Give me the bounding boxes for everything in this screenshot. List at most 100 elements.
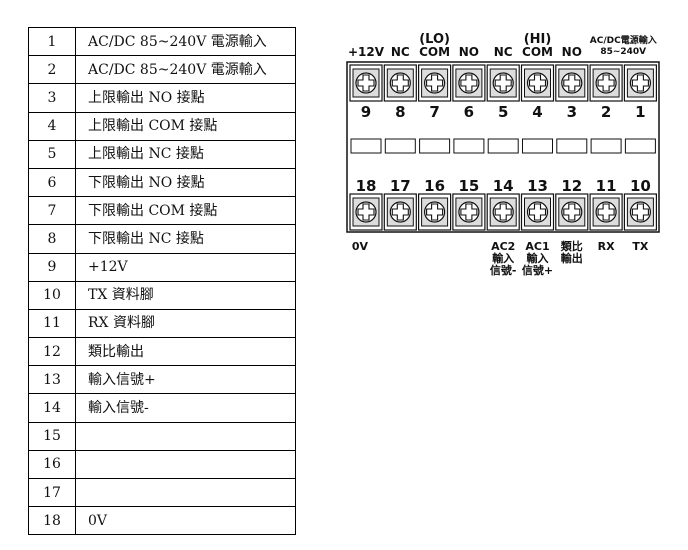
pin-number: 12 <box>28 337 76 367</box>
screw-terminal <box>349 64 383 102</box>
terminal-number: 5 <box>498 103 508 121</box>
pin-description: AC/DC 85~240V 電源輸入 <box>75 55 296 85</box>
pin-number: 5 <box>28 139 76 169</box>
terminal-number: 10 <box>630 177 651 195</box>
indicator-slot <box>384 138 416 154</box>
terminal-label: (HI) <box>524 32 552 47</box>
pin-description: 上限輸出 COM 接點 <box>75 111 296 141</box>
terminal-number: 14 <box>493 177 514 195</box>
terminal-number: 8 <box>395 103 405 121</box>
pin-description: 輸入信號+ <box>75 365 296 395</box>
pin-number: 1 <box>28 26 76 57</box>
screw-terminal <box>623 193 658 231</box>
terminal-number: 4 <box>532 103 542 121</box>
screw-terminal <box>383 193 417 231</box>
terminal-label: NC <box>391 45 410 59</box>
pin-number: 14 <box>28 393 76 423</box>
pin-description: 上限輸出 NO 接點 <box>75 83 296 113</box>
screw-terminal <box>486 64 520 102</box>
screw-terminal <box>383 64 417 102</box>
power-label: 85~240V <box>600 47 646 57</box>
terminal-label: 輸入 <box>492 251 514 265</box>
terminal-number: 18 <box>356 177 377 195</box>
terminal-label: 信號- <box>490 263 517 277</box>
terminal-label: 輸入 <box>527 251 549 265</box>
table-row: 15 <box>28 421 296 451</box>
terminal-number: 15 <box>458 177 479 195</box>
indicator-slot <box>590 138 622 154</box>
terminal-label: TX <box>632 240 649 253</box>
terminal-number: 16 <box>424 177 445 195</box>
screw-terminal <box>452 64 486 102</box>
screw-terminal <box>520 64 555 102</box>
terminal-number: 9 <box>361 103 371 121</box>
screw-terminal <box>418 64 452 102</box>
pin-description: RX 資料腳 <box>75 308 296 339</box>
indicator-slot <box>624 138 656 154</box>
pin-description: 下限輸出 NC 接點 <box>75 224 296 254</box>
terminal-label: AC1 <box>525 240 549 253</box>
screw-terminal <box>452 193 486 231</box>
screw-terminal <box>555 193 589 231</box>
terminal-label: 類比 <box>560 239 583 253</box>
terminal-number: 6 <box>464 103 474 121</box>
terminal-number: 1 <box>635 103 645 121</box>
pin-description: 輸入信號- <box>75 393 296 423</box>
terminal-number: 11 <box>596 177 617 195</box>
terminal-number: 2 <box>601 103 611 121</box>
terminal-number: 3 <box>567 103 577 121</box>
screw-terminal <box>623 64 658 102</box>
screw-terminal <box>349 193 383 231</box>
terminal-label: 0V <box>352 240 369 253</box>
pin-number: 10 <box>28 280 76 310</box>
pin-description: 下限輸出 COM 接點 <box>75 196 296 226</box>
table-row: 9+12V <box>28 252 296 282</box>
terminal-label: NC <box>494 45 513 59</box>
indicator-slot <box>350 138 382 154</box>
indicator-slot <box>419 138 451 154</box>
pin-number: 8 <box>28 224 76 254</box>
terminal-label: +12V <box>348 45 385 59</box>
terminal-number: 13 <box>527 177 548 195</box>
indicator-slot <box>556 138 588 154</box>
terminal-label: NO <box>562 45 582 59</box>
pin-description <box>75 421 296 451</box>
pin-number: 9 <box>28 252 76 282</box>
screw-terminal <box>589 193 623 231</box>
screw-terminal <box>486 193 520 231</box>
screw-terminal <box>520 193 555 231</box>
power-label: AC/DC電源輸入 <box>590 34 657 46</box>
pin-description: 下限輸出 NO 接點 <box>75 167 296 198</box>
indicator-slot <box>522 138 553 154</box>
terminal-number: 12 <box>561 177 582 195</box>
table-row: 16 <box>28 449 296 480</box>
pin-description: 0V <box>75 506 296 536</box>
terminal-label: (LO) <box>419 32 450 47</box>
terminal-label: NO <box>459 45 479 59</box>
pin-number: 15 <box>28 421 76 451</box>
terminal-label: COM <box>419 45 450 59</box>
screw-terminal <box>589 64 623 102</box>
terminal-label: COM <box>522 45 553 59</box>
pin-number: 4 <box>28 111 76 141</box>
screw-terminal <box>555 64 589 102</box>
terminal-number: 17 <box>390 177 411 195</box>
pin-description: +12V <box>75 252 296 282</box>
housing-outline <box>346 61 660 233</box>
terminal-label: AC2 <box>491 240 515 253</box>
indicator-slot <box>453 138 485 154</box>
terminal-label: 信號+ <box>522 263 553 277</box>
